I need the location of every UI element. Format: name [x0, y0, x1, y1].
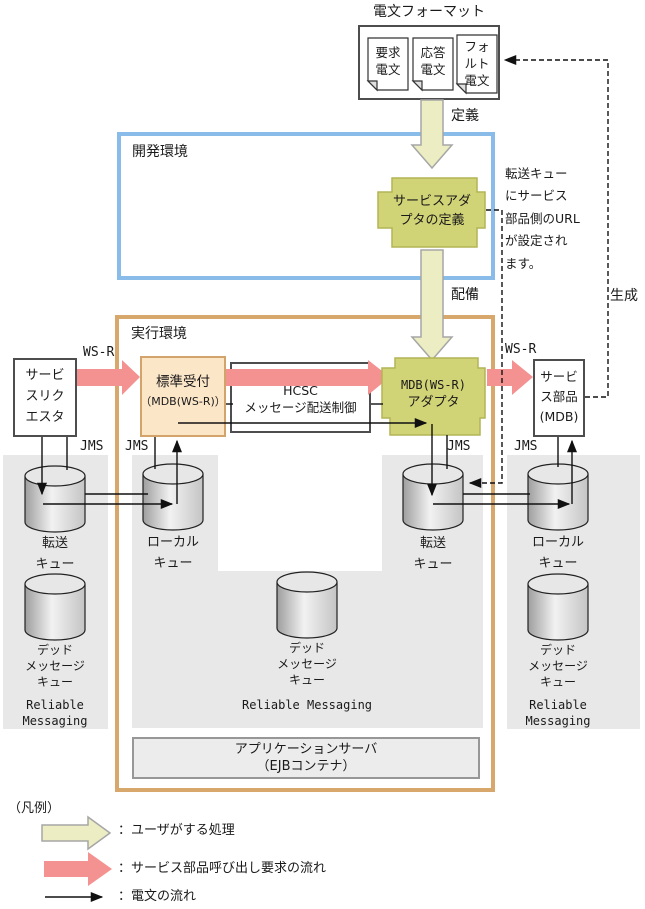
- dead-queue-label-left: デッド メッセージ キュー: [25, 643, 85, 689]
- cylinder-transfer-queue-left: [24, 465, 86, 533]
- service-call-arrow-hcsc: [226, 360, 390, 395]
- local-queue-label-right: ローカル キュー: [531, 535, 584, 571]
- cylinder-transfer-queue-right: [402, 463, 464, 531]
- reliable-messaging-label-center: Reliable Messaging: [241, 698, 373, 712]
- message-format-title: 電文フォーマット: [373, 4, 485, 20]
- dead-queue-label-center: デッド メッセージ キュー: [277, 641, 337, 687]
- dev-env-title: 開発環境: [132, 144, 188, 160]
- service-requester-box: [13, 358, 77, 437]
- service-component-label: サービ ス部品 (MDB): [539, 369, 579, 424]
- paper-fault-fold: [455, 83, 467, 95]
- jms-label-3: JMS: [447, 439, 471, 454]
- service-call-arrow-component: [487, 360, 533, 395]
- hcsc-control-label: HCSC メッセージ配送制御: [244, 383, 357, 415]
- paper-response-label: 応答 電文: [420, 45, 446, 77]
- legend-user-action-label: ：ユーザがする処理: [118, 823, 235, 838]
- standard-reception-label-1: 標準受付: [156, 374, 210, 390]
- mdb-adapter-label-2: アダプタ: [407, 395, 460, 410]
- legend-service-call-arrow: [44, 852, 112, 886]
- standard-reception-label-2: （MDB(WS-R)）: [140, 395, 226, 408]
- dead-queue-label-right: デッド メッセージ キュー: [528, 643, 588, 689]
- deploy-label: 配備: [451, 287, 479, 303]
- generate-dashed-line: [503, 55, 609, 398]
- transfer-queue-label-right: 転送 キュー: [413, 536, 453, 572]
- cylinder-local-queue-right: [527, 463, 589, 531]
- service-call-arrow-requester: [77, 360, 140, 395]
- reliable-messaging-label-left: Reliable Messaging: [22, 698, 88, 728]
- generate-label: 生成: [610, 288, 638, 304]
- paper-response: [412, 37, 454, 91]
- url-setting-dashed-line: [468, 209, 503, 488]
- define-label: 定義: [451, 108, 479, 124]
- legend-service-call-label: ：サービス部品呼び出し要求の流れ: [118, 861, 327, 876]
- exec-env-box: [115, 315, 495, 792]
- local-queue-label-left: ローカル キュー: [146, 535, 199, 571]
- legend-title: （凡例）: [8, 801, 61, 816]
- mdb-adapter-label-1: MDB(WS-R): [400, 378, 467, 392]
- transfer-queue-label-left: 転送 キュー: [35, 536, 75, 572]
- app-server-box: [132, 737, 480, 779]
- legend-user-action-arrow: [41, 815, 112, 851]
- paper-request-label: 要求 電文: [375, 45, 401, 77]
- paper-fault: [456, 34, 498, 94]
- cylinder-dead-queue-left: [24, 573, 86, 641]
- service-component-box: [533, 359, 585, 437]
- panel-notch: [218, 455, 382, 571]
- service-adapter-def-label: サービスアダ プタの定義: [392, 194, 471, 228]
- legend-message-flow-label: ：電文の流れ: [118, 889, 197, 904]
- app-server-label: アプリケーションサーバ （EJBコンテナ）: [234, 742, 378, 774]
- paper-request-fold: [366, 80, 378, 92]
- jms-label-1: JMS: [80, 439, 104, 454]
- jms-label-2: JMS: [125, 439, 149, 454]
- exec-env-title: 実行環境: [131, 326, 187, 342]
- paper-fault-label: フォ ルト 電文: [464, 39, 490, 88]
- cylinder-local-queue-left: [142, 463, 204, 531]
- wsr-label-right: WS-R: [505, 342, 537, 357]
- paper-request: [367, 37, 409, 91]
- wsr-label-left: WS-R: [83, 345, 115, 360]
- mdb-adapter-shape: [381, 357, 486, 436]
- user-action-arrow-deploy: [410, 249, 454, 362]
- jms-label-4: JMS: [514, 439, 538, 454]
- paper-response-fold: [411, 80, 423, 92]
- cylinder-dead-queue-center: [276, 571, 338, 639]
- reliable-messaging-label-right: Reliable Messaging: [525, 698, 591, 728]
- service-adapter-def-shape: [377, 177, 486, 248]
- user-action-arrow-define: [410, 99, 454, 170]
- cylinder-dead-queue-right: [527, 573, 589, 641]
- url-note: 転送キュー にサービス 部品側のURL が設定され ます。: [505, 166, 580, 271]
- service-requester-label: サービ スリク エスタ: [25, 368, 65, 425]
- dev-env-box: [117, 132, 495, 280]
